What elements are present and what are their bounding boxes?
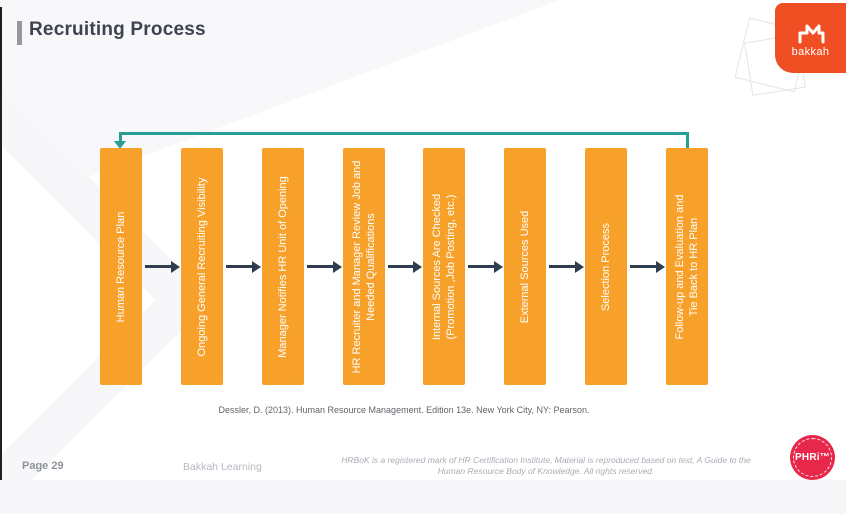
feedback-arrowhead-icon	[114, 141, 126, 149]
process-step-label: Ongoing General Recruiting Visibility	[195, 177, 208, 356]
arrow-line	[387, 265, 414, 268]
feedback-line-right	[686, 132, 689, 148]
process-step-label: External Sources Used	[519, 210, 532, 323]
process-step-label: Follow-up and Evaluation and Tie Back to…	[673, 194, 701, 339]
flow-arrow	[142, 258, 181, 276]
flow-arrow	[304, 258, 343, 276]
title-accent-bar	[17, 21, 22, 45]
bakkah-logo-icon	[794, 18, 828, 44]
footer-strip	[0, 480, 846, 514]
process-step-label: Human Resource Plan	[114, 211, 127, 322]
arrow-head-icon	[170, 260, 180, 273]
page-title: Recruiting Process	[29, 19, 206, 40]
process-flow: Human Resource Plan Ongoing General Recru…	[100, 148, 709, 385]
process-step-box: Selection Process	[585, 148, 628, 385]
process-step-label: HR Recruiter and Manager Review Job and …	[350, 160, 377, 373]
flow-arrow	[627, 258, 666, 276]
slide-left-border	[0, 7, 2, 507]
flow-arrow	[385, 258, 424, 276]
bakkah-logo-label: bakkah	[791, 46, 830, 58]
arrow-line	[306, 265, 333, 268]
process-step-box: External Sources Used	[504, 148, 547, 385]
arrow-line	[468, 265, 495, 268]
feedback-line-left	[119, 132, 122, 142]
phri-badge: PHRi™	[790, 435, 835, 480]
process-step-box: HR Recruiter and Manager Review Job and …	[342, 148, 385, 385]
arrow-head-icon	[251, 260, 261, 273]
arrow-head-icon	[575, 260, 585, 273]
process-step-box: Ongoing General Recruiting Visibility	[180, 148, 223, 385]
phri-badge-label: PHRi™	[795, 452, 830, 463]
feedback-line-horizontal	[119, 132, 689, 135]
process-step-label: Manager Notifies HR Unit of Opening	[276, 175, 289, 358]
arrow-line	[225, 265, 252, 268]
flow-arrow	[465, 258, 504, 276]
process-step-box: Internal Sources Are Checked (Promotion …	[423, 148, 466, 385]
process-step-label: Internal Sources Are Checked (Promotion …	[431, 193, 458, 340]
process-step-box: Manager Notifies HR Unit of Opening	[261, 148, 304, 385]
arrow-line	[549, 265, 576, 268]
arrow-line	[145, 265, 171, 268]
process-step-box: Human Resource Plan	[100, 148, 142, 385]
arrow-head-icon	[494, 260, 504, 273]
flow-arrow	[546, 258, 585, 276]
brand-footer-label: Bakkah Learning	[183, 461, 262, 473]
arrow-head-icon	[332, 260, 342, 273]
process-step-box: Follow-up and Evaluation and Tie Back to…	[666, 148, 709, 385]
disclaimer-text: HRBoK is a registered mark of HR Certifi…	[341, 455, 751, 477]
bakkah-logo: bakkah	[775, 3, 846, 73]
page-number-label: Page 29	[22, 460, 64, 472]
arrow-line	[630, 265, 657, 268]
flow-arrow	[223, 258, 262, 276]
process-step-label: Selection Process	[600, 222, 612, 311]
arrow-head-icon	[413, 260, 423, 273]
arrow-head-icon	[656, 260, 666, 273]
citation-text: Dessler, D. (2013). Human Resource Manag…	[218, 405, 590, 415]
